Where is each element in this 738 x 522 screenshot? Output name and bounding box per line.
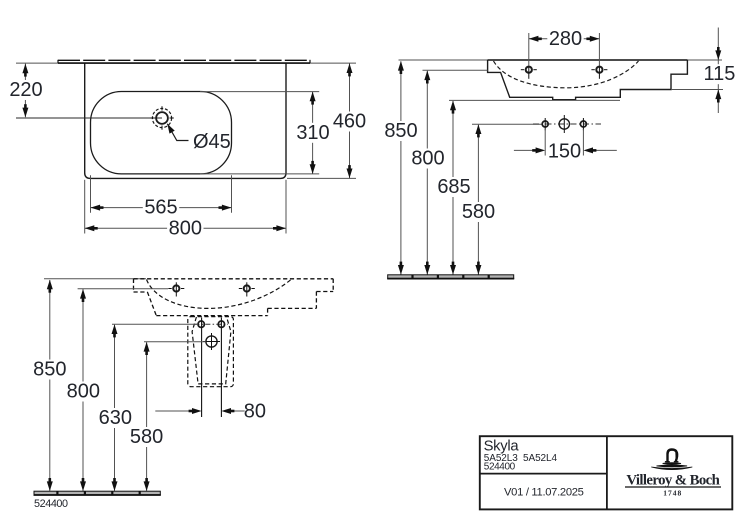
svg-text:580: 580 (130, 426, 163, 448)
svg-text:524400: 524400 (484, 462, 516, 473)
svg-text:Skyla: Skyla (484, 439, 520, 455)
svg-text:150: 150 (548, 141, 581, 163)
svg-text:524400: 524400 (34, 498, 68, 510)
svg-text:565: 565 (144, 197, 177, 219)
svg-text:Ø45: Ø45 (193, 131, 231, 153)
svg-text:800: 800 (67, 381, 100, 403)
svg-text:280: 280 (549, 28, 582, 50)
svg-text:V01 / 11.07.2025: V01 / 11.07.2025 (504, 487, 584, 499)
svg-text:580: 580 (462, 201, 495, 223)
svg-text:850: 850 (384, 120, 417, 142)
svg-text:460: 460 (333, 111, 366, 133)
svg-text:850: 850 (33, 359, 66, 381)
svg-text:1748: 1748 (663, 489, 682, 498)
svg-text:800: 800 (411, 148, 444, 170)
svg-text:800: 800 (169, 217, 202, 239)
svg-text:5A52L3 5A52L4: 5A52L3 5A52L4 (484, 453, 558, 464)
svg-text:Villeroy & Boch: Villeroy & Boch (626, 473, 719, 489)
svg-text:310: 310 (296, 122, 329, 144)
svg-text:630: 630 (99, 407, 132, 429)
svg-text:115: 115 (704, 63, 736, 85)
svg-text:220: 220 (9, 79, 42, 101)
svg-text:80: 80 (244, 400, 266, 422)
svg-text:685: 685 (437, 176, 470, 198)
